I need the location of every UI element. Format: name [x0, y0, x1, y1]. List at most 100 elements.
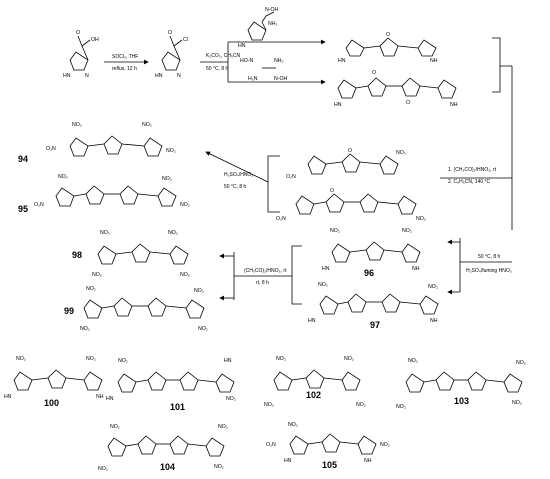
condition-text: 2. C₆H₅CN, 140 °C — [448, 179, 491, 185]
atom-label: O₂N — [286, 174, 296, 180]
atom-label: O₂N — [266, 442, 276, 448]
atom-label: N-OH — [265, 7, 279, 13]
compound-number: 105 — [322, 460, 337, 470]
atom-label: N-OH — [274, 76, 288, 82]
atom-label: HN — [308, 318, 316, 324]
condition-text: SOCl₂, THF — [112, 54, 138, 60]
atom-label: NO₂ — [86, 356, 96, 362]
atom-label: NO₂ — [100, 230, 110, 236]
atom-label: NO₂ — [408, 358, 418, 364]
atom-label: O₂N — [276, 216, 286, 222]
atom-label: NO₂ — [16, 356, 26, 362]
atom-label: NO₂ — [162, 176, 172, 182]
atom-label: H₂N — [248, 76, 258, 82]
compound-103: NO₂ NO₂ NO₂ NO₂ — [396, 358, 526, 410]
compound-101: NO₂ HN HN NO₂ — [106, 358, 236, 402]
atom-label: NH₂ — [274, 58, 284, 64]
atom-label: NO₂ — [214, 464, 224, 470]
atom-label: NO₂ — [416, 216, 426, 222]
compound-number: 100 — [44, 398, 59, 408]
compound-number: 101 — [170, 402, 185, 412]
condition-text: reflux, 12 h — [112, 66, 137, 72]
atom-label: Cl — [183, 37, 188, 43]
bis-pyrazolyl-oxadiazole: O HN NH — [338, 32, 438, 64]
atom-label: NO₂ — [194, 288, 204, 294]
atom-label: NH — [430, 318, 438, 324]
atom-label: N — [177, 73, 181, 79]
atom-label: NO₂ — [92, 272, 102, 278]
atom-label: NO₂ — [396, 404, 406, 410]
condition-text: H₂SO₄/HNO₃ — [224, 172, 253, 178]
compound-number: 102 — [306, 390, 321, 400]
atom-label: N — [85, 73, 89, 79]
atom-label: HN — [155, 73, 163, 79]
compound-number: 104 — [160, 462, 175, 472]
compound-100: NO₂ NO₂ HN NH — [4, 356, 104, 400]
atom-label: O — [386, 32, 390, 38]
atom-label: NO₂ — [80, 326, 90, 332]
atom-label: NO₂ — [166, 148, 176, 154]
atom-label: NO₂ — [86, 286, 96, 292]
atom-label: NO₂ — [58, 174, 68, 180]
atom-label: NO₂ — [72, 122, 82, 128]
condition-text: 50 °C, 8 h — [478, 254, 501, 260]
atom-label: O — [372, 70, 376, 76]
atom-label: NH₂ — [268, 21, 278, 27]
atom-label: HN — [4, 394, 12, 400]
atom-label: O — [406, 100, 410, 106]
atom-label: O — [330, 188, 334, 194]
atom-label: NO₂ — [330, 228, 340, 234]
atom-label: NO₂ — [428, 284, 438, 290]
atom-label: HN — [334, 102, 342, 108]
atom-label: OH — [91, 37, 99, 43]
compound-104: NO₂ NO₂ NO₂ NO₂ — [98, 424, 228, 472]
bis-oxadiazole-precursor: O O HN NH — [334, 70, 458, 108]
atom-label: NO₂ — [402, 228, 412, 234]
atom-label: NO₂ — [344, 356, 354, 362]
condition-text: H₂SO₄/fuming HNO₃ — [466, 268, 512, 274]
atom-label: HO-N — [240, 58, 254, 64]
atom-label: O₂N — [34, 202, 44, 208]
compound-99: NO₂ NO₂ NO₂ NO₂ — [80, 286, 208, 332]
diamidoxime-reagent: HO-N NH₂ H₂N N-OH — [240, 58, 288, 82]
atom-label: NO₂ — [264, 402, 274, 408]
atom-label: NO₂ — [180, 272, 190, 278]
atom-label: NO₂ — [276, 356, 286, 362]
compound-number: 97 — [370, 320, 380, 330]
condition-text: rt, 8 h — [256, 280, 269, 286]
atom-label: HN — [284, 458, 292, 464]
atom-label: NH — [412, 266, 420, 272]
atom-label: HN — [63, 73, 71, 79]
condition-text: 1. (CH₃CO)₂/HNO₃, rt — [448, 167, 497, 173]
atom-label: NO₂ — [380, 442, 390, 448]
atom-label: HN — [322, 266, 330, 272]
amidoxime-reagent: N-OH NH₂ HN — [238, 7, 279, 49]
atom-label: NH — [96, 394, 104, 400]
condition-text: 50 °C, 8 h — [224, 184, 247, 190]
atom-label: NO₂ — [110, 424, 120, 430]
atom-label: HN — [338, 58, 346, 64]
compound-94: NO₂ NO₂ O₂N NO₂ — [46, 122, 176, 157]
atom-label: O₂N — [46, 146, 56, 152]
acid-chloride: Cl O HN N — [155, 30, 188, 79]
compound-number: 95 — [18, 204, 28, 214]
atom-label: NO₂ — [118, 358, 128, 364]
atom-label: O — [348, 148, 352, 154]
compound-95: NO₂ NO₂ O₂N NO₂ — [34, 174, 190, 208]
atom-label: NO₂ — [516, 360, 526, 366]
starting-acid: OH O HN N — [63, 30, 99, 79]
compound-number: 96 — [364, 268, 374, 278]
compound-105: NO₂ O₂N NO₂ HN NH — [266, 422, 390, 464]
compound-96: NO₂ NO₂ HN NH — [322, 228, 421, 272]
compound-98: NO₂ NO₂ NO₂ NO₂ — [92, 230, 190, 278]
atom-label: NO₂ — [180, 202, 190, 208]
compound-102: NO₂ NO₂ NO₂ NO₂ — [264, 356, 366, 408]
atom-label: NO₂ — [356, 402, 366, 408]
atom-label: O — [76, 30, 80, 36]
compound-number: 98 — [72, 250, 82, 260]
atom-label: NO₂ — [98, 466, 108, 472]
atom-label: NO₂ — [396, 150, 406, 156]
atom-label: NO₂ — [318, 282, 328, 288]
atom-label: NO₂ — [218, 424, 228, 430]
